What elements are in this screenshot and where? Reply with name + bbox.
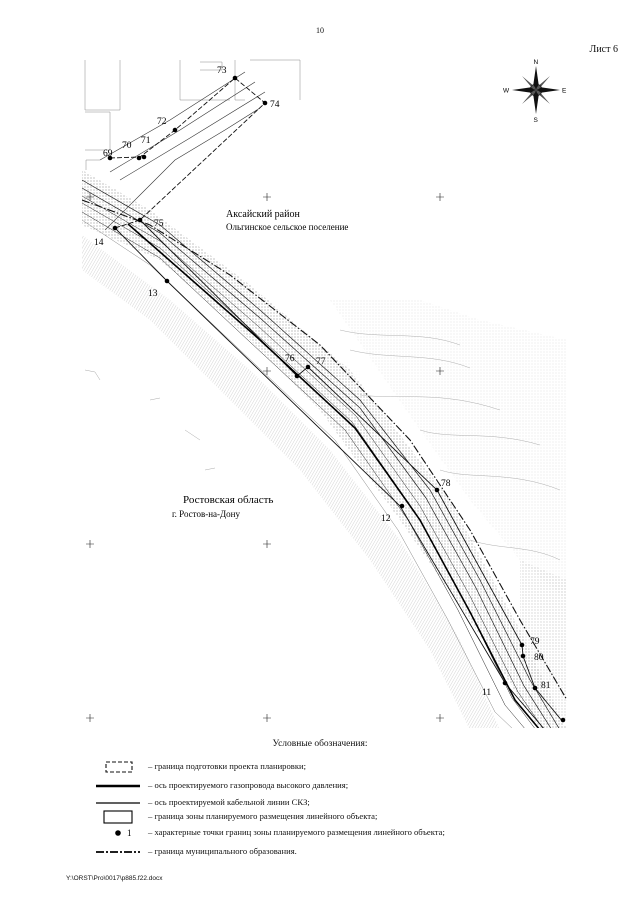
- point-13: [164, 278, 170, 284]
- terrain-texture-right: [330, 300, 567, 600]
- legend-item-municipal-boundary: – граница муниципального образования.: [96, 845, 596, 859]
- contour-lines: [339, 329, 561, 561]
- legend-text-points: – характерные точки границ зоны планируе…: [148, 827, 445, 837]
- point-label-76: 76: [285, 354, 295, 364]
- zone-boundary-line: [139, 219, 564, 723]
- region-upper-line2: Ольгинское сельское поселение: [226, 222, 348, 232]
- point-75: [137, 217, 143, 223]
- point-74: [262, 100, 268, 106]
- point-12: [399, 503, 405, 509]
- point-80: [520, 653, 526, 659]
- point-14: [112, 225, 118, 231]
- legend-item-cable-line: – ось проектируемой кабельной линии СКЗ;: [96, 796, 596, 810]
- point-label-13: 13: [148, 289, 158, 299]
- region-upper-line1: Аксайский район: [226, 209, 300, 220]
- legend-text-project-boundary: – граница подготовки проекта планировки;: [148, 761, 306, 771]
- point-label-69: 69: [103, 149, 113, 159]
- point-78: [434, 487, 440, 493]
- legend-text-municipal-boundary: – граница муниципального образования.: [148, 846, 297, 856]
- legend-item-points: 1 – характерные точки границ зоны планир…: [96, 826, 596, 840]
- point-label-74: 74: [270, 100, 280, 110]
- legend-symbol-solid-rect: [103, 810, 133, 824]
- legend-text-gas-pipeline: – ось проектируемого газопровода высоког…: [148, 780, 349, 790]
- point-69: [107, 155, 113, 161]
- point-label-80: 80: [534, 653, 544, 663]
- point-73: [232, 75, 238, 81]
- point-label-73: 73: [217, 66, 227, 76]
- point-71: [141, 154, 147, 160]
- legend-text-cable-line: – ось проектируемой кабельной линии СКЗ;: [148, 797, 310, 807]
- point-label-79: 79: [530, 637, 540, 647]
- upper-road: [99, 71, 266, 231]
- point-label-72: 72: [157, 117, 167, 127]
- page-number: 10: [316, 26, 324, 35]
- point-81: [532, 685, 538, 691]
- legend-symbol-thick-line: [96, 784, 140, 788]
- map-canvas: N S E W Аксайский район Ольгинское сельс…: [82, 59, 567, 728]
- urban-blocks: [84, 59, 301, 170]
- compass-s: S: [534, 117, 539, 124]
- legend-symbol-dashed-rect: [105, 761, 133, 773]
- sheet-label: Лист 6: [589, 44, 618, 55]
- compass-n: N: [534, 59, 539, 66]
- point-79: [519, 642, 525, 648]
- point-edge: [560, 717, 566, 723]
- legend-symbol-thin-line: [96, 802, 140, 804]
- region-lower-line1: Ростовская область: [183, 494, 273, 506]
- point-76: [294, 373, 300, 379]
- legend-item-project-boundary: – граница подготовки проекта планировки;: [96, 760, 596, 774]
- municipal-boundary: [82, 199, 567, 701]
- point-11: [502, 680, 508, 686]
- grid-crosses: [86, 193, 444, 722]
- legend-symbol-point: 1: [115, 828, 132, 838]
- point-label-78: 78: [441, 479, 451, 489]
- region-lower-line2: г. Ростов-на-Дону: [172, 509, 241, 519]
- points-layer: 73 74 72 71 70 69 75 14 13 76 77 78 12 7…: [94, 66, 566, 723]
- legend-symbol-dash-dot: [96, 851, 140, 853]
- point-label-11: 11: [482, 688, 491, 698]
- legend-text-zone-boundary: – граница зоны планируемого размещения л…: [148, 811, 378, 821]
- point-label-12: 12: [381, 514, 391, 524]
- legend-item-zone-boundary: – граница зоны планируемого размещения л…: [96, 810, 596, 824]
- legend-point-number: 1: [127, 828, 132, 838]
- gas-pipeline-axis: [127, 223, 540, 728]
- point-70: [136, 155, 142, 161]
- point-label-14: 14: [94, 238, 104, 248]
- compass-w: W: [503, 88, 510, 95]
- legend-item-gas-pipeline: – ось проектируемого газопровода высоког…: [96, 779, 596, 793]
- left-marks: [84, 369, 216, 471]
- point-label-75: 75: [154, 219, 164, 229]
- footer-file-path: Y:\ORST\Pro\0017\p885.f22.docx: [66, 875, 163, 882]
- embankment-hatch-lower: [82, 235, 500, 728]
- point-label-81: 81: [541, 681, 551, 691]
- point-72: [172, 127, 178, 133]
- compass-e: E: [562, 88, 567, 95]
- point-77: [305, 364, 311, 370]
- point-label-70: 70: [122, 141, 132, 151]
- point-label-71: 71: [141, 136, 151, 146]
- point-label-77: 77: [316, 357, 326, 367]
- legend-title: Условные обозначения:: [272, 739, 368, 749]
- compass-rose: N S E W: [503, 59, 567, 124]
